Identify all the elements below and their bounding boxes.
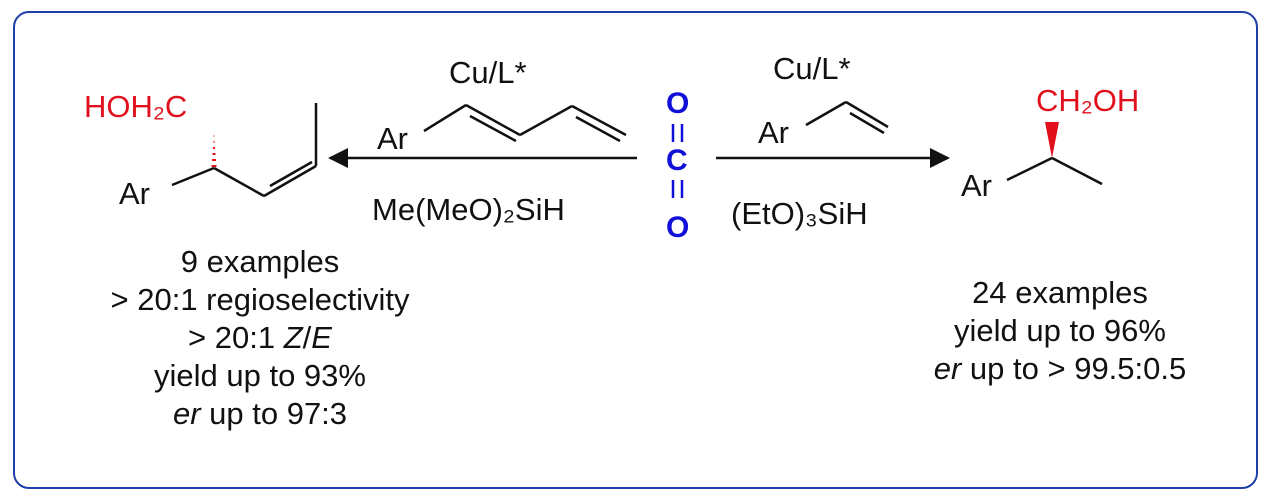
left-product-bonds [171, 103, 318, 198]
left-diene-structure: Cu/L* Ar Me(MeO)₂SiH [328, 55, 637, 227]
right-solid-wedge [1045, 122, 1059, 158]
left-product-structure: HOH₂C Ar [84, 89, 318, 211]
left-catalyst-label: Cu/L* [449, 55, 527, 90]
left-hashed-wedge [211, 135, 217, 167]
left-results: 9 examples > 20:1 regioselectivity > 20:… [40, 243, 480, 433]
right-product-structure: CH₂OH Ar [961, 83, 1139, 203]
left-yield: yield up to 93% [154, 358, 366, 393]
left-diene-bonds [423, 103, 627, 143]
right-silane-label: (EtO)₃SiH [731, 196, 868, 231]
right-er: er up to > 99.5:0.5 [933, 351, 1187, 386]
left-product-label: HOH₂C [84, 89, 187, 124]
co2-c: C [666, 144, 688, 177]
right-product-bonds [1006, 156, 1103, 186]
left-ze-ratio: > 20:1 Z/E [188, 320, 332, 355]
right-styrene-structure: Cu/L* Ar (EtO)₃SiH [716, 51, 950, 231]
left-examples: 9 examples [180, 244, 340, 279]
right-yield: yield up to 96% [954, 313, 1166, 348]
right-catalyst-label: Cu/L* [773, 51, 851, 86]
scheme-frame [13, 11, 1258, 489]
right-product-ar: Ar [961, 168, 992, 203]
right-examples: 24 examples [972, 275, 1148, 310]
right-styrene-bonds [805, 100, 889, 135]
left-substrate-ar: Ar [377, 121, 408, 156]
left-silane-label: Me(MeO)₂SiH [372, 192, 565, 227]
right-results: 24 examples yield up to 96% er up to > 9… [860, 274, 1260, 388]
left-er: er up to 97:3 [172, 396, 348, 431]
co2-structure: O C O [666, 87, 689, 244]
co2-o-bottom: O [666, 211, 689, 244]
co2-o-top: O [666, 87, 689, 120]
left-product-ar: Ar [119, 176, 150, 211]
left-regioselectivity: > 20:1 regioselectivity [110, 282, 410, 317]
right-product-label: CH₂OH [1036, 83, 1139, 118]
right-substrate-ar: Ar [758, 115, 789, 150]
